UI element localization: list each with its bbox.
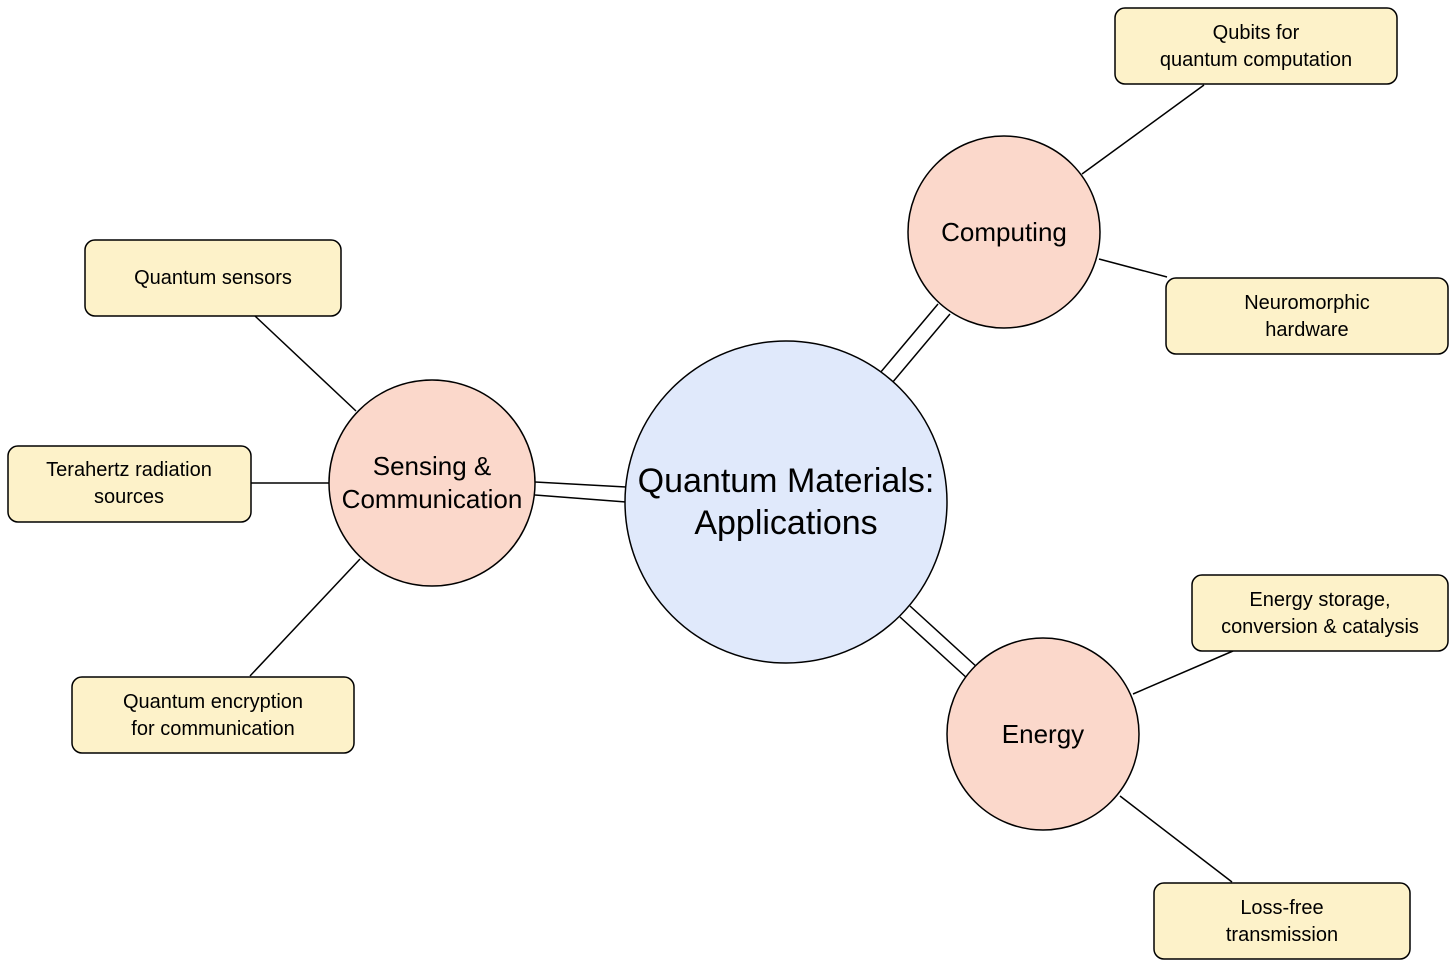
leaf-qubits-line2: quantum computation (1160, 49, 1352, 71)
branch-sensing-label-line2: Communication (342, 484, 523, 514)
leaf-lossfree-line2: transmission (1226, 924, 1338, 946)
leaf-storage: Energy storage, conversion & catalysis (1191, 574, 1449, 652)
connector-energy-storage (1132, 650, 1234, 695)
connector-center-energy (899, 605, 979, 680)
connector-center-sensing (534, 481, 627, 503)
leaf-encryption-line1: Quantum encryption (123, 691, 303, 713)
leaf-sensors-box (84, 239, 342, 317)
leaf-encryption: Quantum encryption for communication (71, 676, 355, 754)
leaf-neuromorphic-line2: hardware (1265, 319, 1348, 341)
branch-computing-circle (907, 135, 1101, 329)
leaf-neuromorphic-box (1165, 277, 1449, 355)
leaf-lossfree-line1: Loss-free (1240, 897, 1323, 919)
leaf-qubits: Qubits for quantum computation (1114, 7, 1398, 85)
center-circle (624, 340, 948, 664)
branch-computing-label: Computing (941, 217, 1067, 247)
leaf-sensors: Quantum sensors (84, 239, 342, 317)
leaf-sensors-line1: Quantum sensors (134, 267, 292, 289)
branch-computing: Computing (907, 135, 1101, 329)
connector-computing-neuromorphic (1098, 258, 1168, 278)
connector-sensing-sensors (254, 315, 357, 412)
connector-center-computing (879, 303, 951, 384)
leaf-storage-line1: Energy storage, (1249, 589, 1390, 611)
leaf-qubits-line1: Qubits for (1213, 22, 1300, 44)
branch-energy-circle (946, 637, 1140, 831)
leaf-terahertz-line2: sources (94, 486, 164, 508)
leaf-encryption-line2: for communication (131, 718, 294, 740)
center-title-line1: Quantum Materials: (638, 462, 935, 500)
leaf-neuromorphic-line1: Neuromorphic (1244, 292, 1370, 314)
branch-sensing-label-line1: Sensing & (373, 451, 492, 481)
connector-computing-qubits (1081, 84, 1205, 175)
leaf-qubits-box (1114, 7, 1398, 85)
branch-sensing: Sensing & Communication (328, 379, 536, 587)
connector-sensing-encryption (249, 558, 361, 677)
leaf-terahertz-line1: Terahertz radiation (46, 459, 212, 481)
branch-energy-label: Energy (1002, 719, 1084, 749)
branch-sensing-circle (328, 379, 536, 587)
leaf-neuromorphic: Neuromorphic hardware (1165, 277, 1449, 355)
leaf-lossfree: Loss-free transmission (1153, 882, 1411, 960)
leaf-storage-box (1191, 574, 1449, 652)
leaf-terahertz: Terahertz radiation sources (7, 445, 252, 523)
branch-energy: Energy (946, 637, 1140, 831)
center-node: Quantum Materials: Applications (624, 340, 948, 664)
leaf-storage-line2: conversion & catalysis (1221, 616, 1419, 638)
leaf-encryption-box (71, 676, 355, 754)
leaf-terahertz-box (7, 445, 252, 523)
leaf-lossfree-box (1153, 882, 1411, 960)
center-title-line2: Applications (694, 504, 877, 542)
connector-energy-lossfree (1119, 795, 1233, 883)
